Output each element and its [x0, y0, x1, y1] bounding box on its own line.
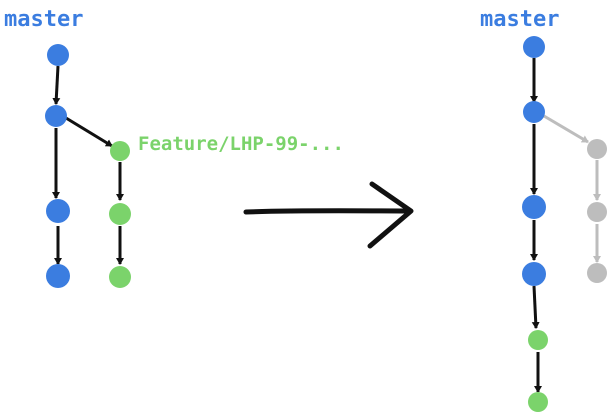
left-master-label: master [4, 7, 83, 32]
commit-node [522, 262, 546, 286]
edge [543, 114, 589, 144]
right-master-label: master [480, 7, 559, 32]
commit-node [587, 202, 607, 222]
commit-node [110, 141, 130, 161]
commit-node [45, 105, 67, 127]
right-master-commits [522, 36, 548, 412]
commit-node [587, 263, 607, 283]
edge [531, 285, 540, 329]
old-feature-edges [543, 114, 601, 263]
transition-arrow [243, 181, 414, 249]
left-feature-edges [65, 116, 124, 265]
commit-node [528, 330, 548, 350]
commit-node [523, 36, 545, 58]
commit-node [523, 101, 545, 123]
commit-node [109, 266, 131, 288]
commit-node [46, 199, 70, 223]
left-feature-commits [109, 141, 131, 288]
left-master-edges [52, 65, 62, 265]
right-master-edges [530, 58, 542, 393]
edge [52, 65, 61, 105]
commit-node [528, 392, 548, 412]
commit-node [46, 264, 70, 288]
old-feature-commits [587, 139, 607, 283]
commit-node [587, 139, 607, 159]
commit-node [522, 195, 546, 219]
left-master-commits [45, 44, 70, 288]
edge [65, 116, 113, 148]
commit-node [47, 44, 69, 66]
feature-branch-label: Feature/LHP-99-... [138, 133, 344, 155]
commit-node [109, 203, 131, 225]
